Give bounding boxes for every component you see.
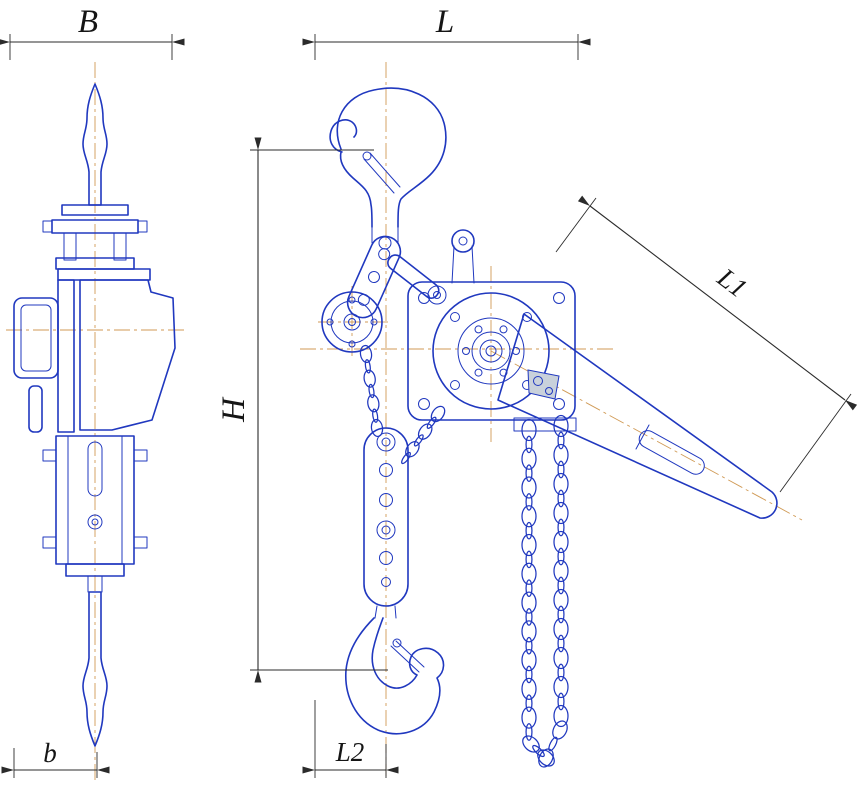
gear-housing [407,281,577,432]
suspension-link-bar [387,254,447,305]
top-hook-latch [363,158,395,194]
dimension-L2: L2 [302,700,399,778]
upper-link-plate [346,235,402,319]
upper-pulley [321,291,383,353]
lever-grip-slot [638,430,705,475]
side-lever-end [13,297,59,433]
front-view: L H L1 L2 [216,4,858,778]
load-chain-strand-1 [359,344,384,438]
dimension-b-label: b [43,738,57,768]
dimension-B-label: B [78,4,98,40]
front-bottom-hook [345,617,445,735]
hand-chain-loop-2 [538,720,568,768]
hand-chain-left [521,418,537,741]
dimension-H-label: H [216,396,252,423]
side-view: B b [0,4,186,784]
hand-chain-right [553,414,569,728]
hand-chain-loop-1 [522,735,555,767]
dimension-L1: L1 [555,195,858,493]
dimension-L: L [302,4,591,60]
dimension-B: B [0,4,185,60]
side-bottom-hook [82,591,108,747]
chain-guide-roller [451,229,475,284]
ratchet-pawl [527,369,560,400]
lever-arm [497,313,778,519]
side-body [57,268,176,433]
dimension-L2-label: L2 [335,737,365,767]
dimension-b: b [1,738,110,778]
front-swivel [371,226,399,250]
side-lower-block [42,435,148,593]
hand-chain-guide [513,417,577,432]
lower-hook-block [363,427,409,619]
dimension-L-label: L [435,4,454,40]
dimension-L1-label: L1 [711,262,753,304]
side-latch-handle [28,385,43,433]
side-gear-cover [79,279,176,431]
dimension-H: H [216,137,388,683]
front-top-hook [329,87,447,228]
side-sheave-slot [87,441,103,497]
